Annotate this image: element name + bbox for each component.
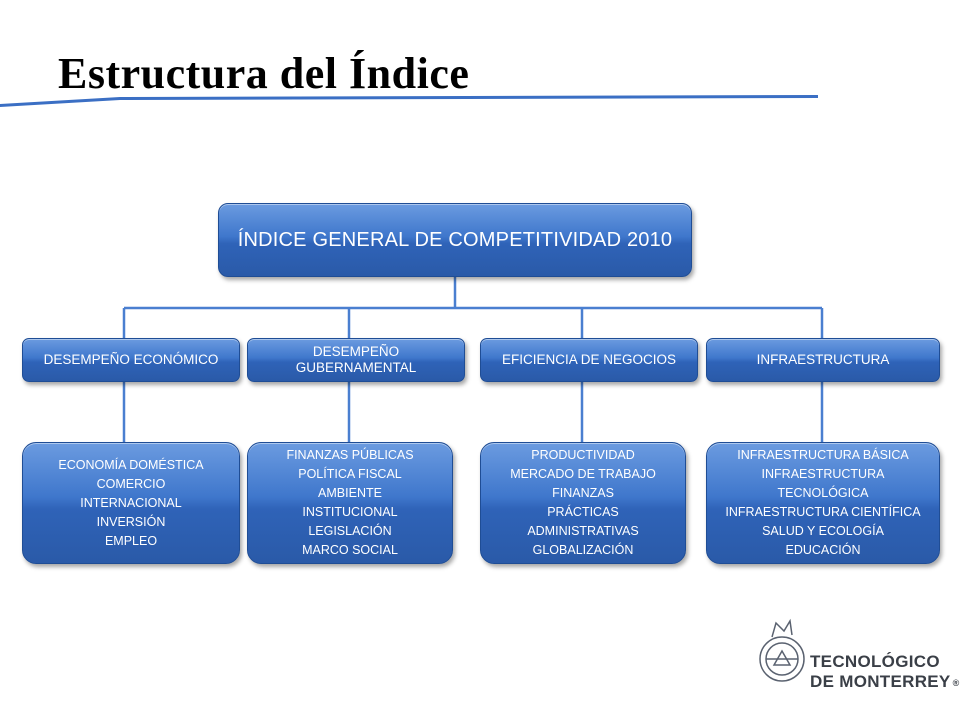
subfactor-item: EDUCACIÓN [785, 543, 861, 557]
subfactor-item: INVERSIÓN [96, 514, 166, 529]
pillar-label: DESEMPEÑO GUBERNAMENTAL [295, 344, 417, 375]
subfactor-box-economic: ECONOMÍA DOMÉSTICA COMERCIO INTERNACIONA… [22, 442, 240, 564]
seal-icon [759, 618, 805, 682]
subfactor-item: PRÁCTICAS [547, 505, 619, 519]
root-node-label: ÍNDICE GENERAL DE COMPETITIVIDAD 2010 [237, 228, 673, 251]
subfactor-item: INSTITUCIONAL [302, 505, 398, 519]
subfactor-item: INFRAESTRUCTURA BÁSICA [737, 448, 909, 462]
subfactor-item: PRODUCTIVIDAD [531, 448, 635, 462]
subfactor-box-business: PRODUCTIVIDAD MERCADO DE TRABAJO FINANZA… [480, 442, 686, 564]
subfactor-item: SALUD Y ECOLOGÍA [762, 524, 884, 538]
subfactor-box-government: FINANZAS PÚBLICAS POLÍTICA FISCAL AMBIEN… [247, 442, 453, 564]
subfactor-item: LEGISLACIÓN [308, 524, 392, 538]
subfactor-item: ADMINISTRATIVAS [527, 524, 639, 538]
slide-title: Estructura del Índice [58, 49, 470, 98]
pillar-node-government: DESEMPEÑO GUBERNAMENTAL [247, 338, 465, 382]
pillar-label: EFICIENCIA DE NEGOCIOS [501, 352, 677, 367]
subfactor-item: ECONOMÍA DOMÉSTICA [58, 457, 204, 472]
pillar-node-infrastructure: INFRAESTRUCTURA [706, 338, 940, 382]
pillar-label: INFRAESTRUCTURA [756, 352, 890, 367]
subfactor-item: FINANZAS PÚBLICAS [286, 448, 414, 462]
logo-line1: TECNOLÓGICO [810, 652, 940, 671]
subfactor-item: MARCO SOCIAL [302, 543, 398, 557]
pillar-node-economic: DESEMPEÑO ECONÓMICO [22, 338, 240, 382]
pillar-node-business: EFICIENCIA DE NEGOCIOS [480, 338, 698, 382]
subfactor-item: TECNOLÓGICA [777, 486, 869, 500]
root-node: ÍNDICE GENERAL DE COMPETITIVIDAD 2010 [218, 203, 692, 277]
subfactor-item: MERCADO DE TRABAJO [510, 467, 656, 481]
subfactor-item: FINANZAS [552, 486, 614, 500]
subfactor-item: COMERCIO [96, 476, 166, 491]
subfactor-item: INFRAESTRUCTURA CIENTÍFICA [725, 505, 921, 519]
logo-line2: DE MONTERREY® [810, 672, 960, 692]
logo-line2-text: DE MONTERREY [810, 672, 951, 691]
subfactor-item: INFRAESTRUCTURA [761, 467, 885, 481]
logo-registered-mark: ® [952, 677, 960, 688]
subfactor-item: AMBIENTE [318, 486, 382, 500]
pillar-label: DESEMPEÑO ECONÓMICO [43, 352, 219, 367]
subfactor-item: GLOBALIZACIÓN [532, 543, 634, 557]
subfactor-box-infrastructure: INFRAESTRUCTURA BÁSICA INFRAESTRUCTURA T… [706, 442, 940, 564]
subfactor-item: INTERNACIONAL [80, 495, 182, 510]
title-underline [0, 95, 818, 107]
subfactor-item: POLÍTICA FISCAL [298, 467, 402, 481]
subfactor-item: EMPLEO [104, 533, 158, 548]
